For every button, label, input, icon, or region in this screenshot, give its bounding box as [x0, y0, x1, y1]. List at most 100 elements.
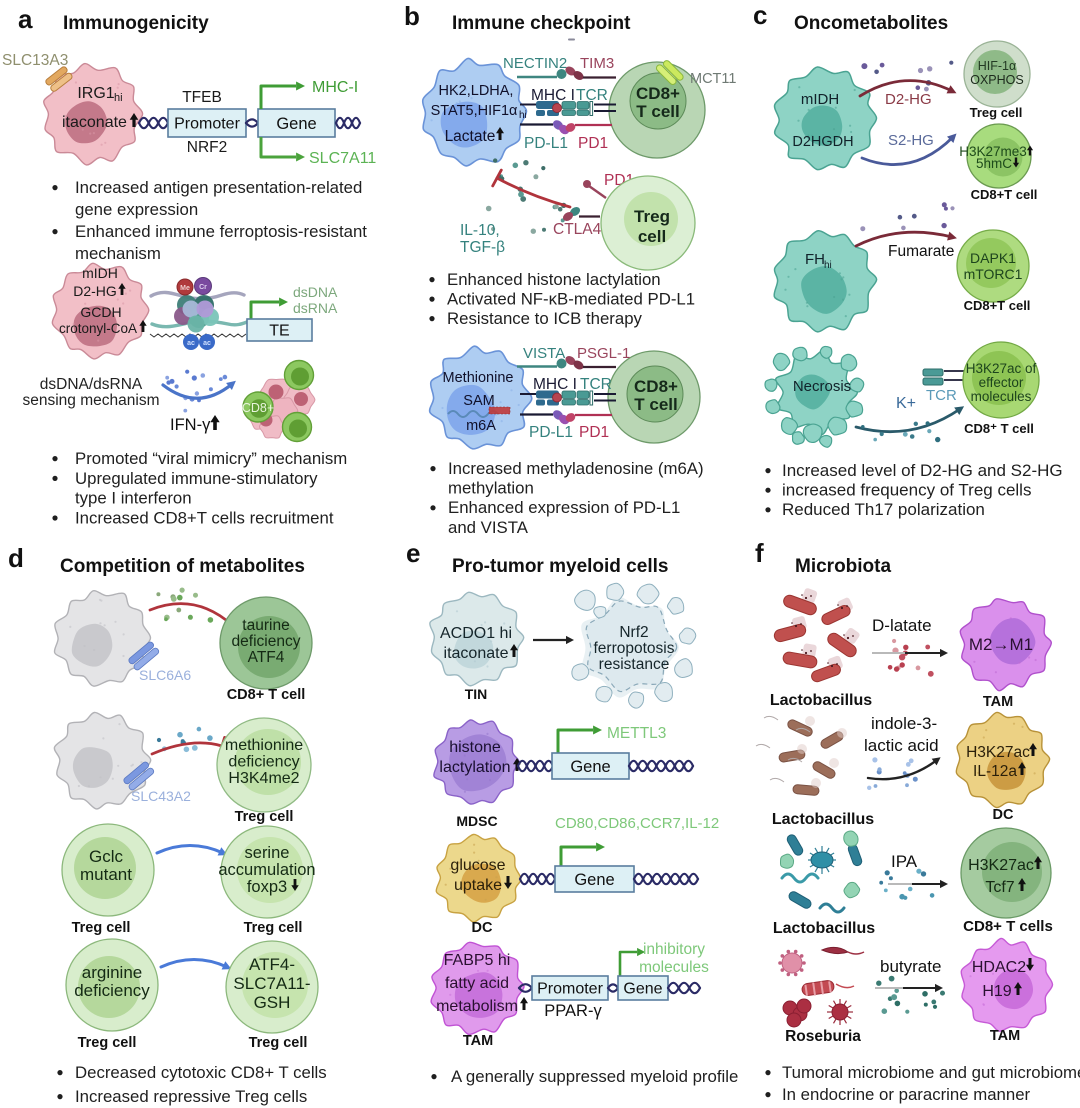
- svg-text:Enhanced histone lactylation: Enhanced histone lactylation: [447, 270, 661, 289]
- svg-text:deficiency: deficiency: [74, 981, 150, 1000]
- svg-text:H3K4me2: H3K4me2: [228, 770, 299, 787]
- svg-text:Cr: Cr: [199, 284, 207, 291]
- svg-text:Fumarate: Fumarate: [888, 243, 954, 260]
- svg-text:d: d: [8, 543, 24, 573]
- svg-text:METTL3: METTL3: [607, 725, 666, 742]
- svg-text:Promoted “viral mimicry” mecha: Promoted “viral mimicry” mechanism: [75, 449, 347, 468]
- svg-text:CD8+T cell: CD8+T cell: [964, 298, 1031, 313]
- svg-text:type I interferon: type I interferon: [75, 489, 192, 508]
- svg-text:MHC I: MHC I: [531, 87, 575, 104]
- svg-text:D2HGDH: D2HGDH: [792, 134, 853, 150]
- svg-text:H3K27ac: H3K27ac: [966, 744, 1030, 761]
- svg-text:Increased level of D2-HG and S: Increased level of D2-HG and S2-HG: [782, 461, 1063, 480]
- svg-text:methylation: methylation: [448, 479, 534, 498]
- svg-text:D2-HG: D2-HG: [73, 283, 117, 299]
- svg-text:IL-12a: IL-12a: [973, 763, 1017, 780]
- svg-text:ACDO1 hi: ACDO1 hi: [440, 625, 512, 642]
- svg-text:CD8+: CD8+: [636, 84, 680, 103]
- svg-text:IRG1: IRG1: [77, 85, 114, 102]
- svg-text:lactylation: lactylation: [439, 759, 510, 776]
- svg-text:Competition of metabolites: Competition of metabolites: [60, 556, 305, 577]
- svg-text:D-latate: D-latate: [872, 616, 932, 635]
- svg-text:PD1: PD1: [579, 424, 609, 441]
- svg-text:deficiency: deficiency: [228, 754, 299, 771]
- svg-text:Gene: Gene: [570, 758, 610, 776]
- svg-text:MHC-I: MHC-I: [312, 79, 358, 96]
- svg-text:Increased CD8+T cells recruitm: Increased CD8+T cells recruitment: [75, 508, 334, 527]
- svg-text:mIDH: mIDH: [82, 265, 118, 281]
- svg-text:H19: H19: [982, 983, 1011, 1000]
- svg-text:f: f: [755, 538, 764, 568]
- svg-text:H3K27ac: H3K27ac: [968, 857, 1034, 874]
- svg-text:K+: K+: [896, 395, 916, 412]
- svg-text:e: e: [406, 538, 420, 568]
- svg-text:ac: ac: [187, 340, 195, 347]
- svg-text:MCT11: MCT11: [690, 71, 736, 87]
- svg-text:Treg cell: Treg cell: [78, 1035, 137, 1051]
- svg-text:Decreased cytotoxic CD8+ T cel: Decreased cytotoxic CD8+ T cells: [75, 1063, 327, 1082]
- svg-text:MHC I: MHC I: [533, 376, 577, 393]
- svg-text:A generally suppressed myeloid: A generally suppressed myeloid profile: [451, 1067, 738, 1086]
- svg-text:Reduced Th17 polarization: Reduced Th17 polarization: [782, 500, 985, 519]
- svg-text:PD-L1: PD-L1: [529, 424, 573, 441]
- svg-text:Lactobacillus: Lactobacillus: [770, 692, 872, 709]
- svg-text:Gene: Gene: [623, 981, 662, 998]
- svg-text:fatty acid: fatty acid: [445, 975, 509, 992]
- svg-text:inhibitory: inhibitory: [643, 941, 705, 958]
- svg-text:Treg cell: Treg cell: [249, 1035, 308, 1051]
- svg-text:CD8+T cell: CD8+T cell: [971, 187, 1038, 202]
- svg-text:hi: hi: [519, 110, 527, 121]
- svg-text:T cell: T cell: [634, 395, 677, 414]
- svg-text:mIDH: mIDH: [801, 91, 839, 108]
- svg-text:Lactobacillus: Lactobacillus: [773, 920, 875, 937]
- svg-text:uptake: uptake: [454, 877, 502, 894]
- svg-text:c: c: [753, 0, 767, 30]
- svg-text:Treg cell: Treg cell: [970, 105, 1023, 120]
- svg-text:H3K27me3: H3K27me3: [959, 144, 1027, 159]
- svg-text:Gclc: Gclc: [89, 847, 124, 866]
- svg-text:increased frequency of Treg ce: increased frequency of Treg cells: [782, 481, 1031, 500]
- svg-text:Increased antigen presentation: Increased antigen presentation-related: [75, 178, 362, 197]
- svg-text:CD8+: CD8+: [634, 377, 678, 396]
- svg-text:mutant: mutant: [80, 865, 132, 884]
- svg-text:Tumoral microbiome and gut mic: Tumoral microbiome and gut microbiome: [782, 1063, 1080, 1082]
- svg-text:GCDH: GCDH: [80, 304, 121, 320]
- svg-text:Me: Me: [180, 285, 190, 292]
- svg-text:mTORC1: mTORC1: [964, 266, 1023, 282]
- svg-text:IL-10,: IL-10,: [460, 222, 500, 239]
- svg-text:FH: FH: [805, 251, 825, 268]
- svg-text:HK2,LDHA,: HK2,LDHA,: [439, 83, 514, 99]
- svg-text:SLC7A11-: SLC7A11-: [233, 974, 310, 993]
- svg-text:Upregulated immune-stimulatory: Upregulated immune-stimulatory: [75, 469, 318, 488]
- svg-text:T cell: T cell: [636, 102, 679, 121]
- svg-text:Activated NF-κB-mediated PD-L1: Activated NF-κB-mediated PD-L1: [447, 290, 695, 309]
- svg-text:GSH: GSH: [254, 993, 291, 1012]
- svg-text:In endocrine or paracrine mann: In endocrine or paracrine manner: [782, 1085, 1031, 1104]
- svg-text:resistance: resistance: [599, 656, 670, 673]
- svg-text:glucose: glucose: [450, 857, 505, 874]
- svg-text:TAM: TAM: [463, 1033, 493, 1049]
- svg-text:HIF-1α: HIF-1α: [978, 59, 1016, 73]
- svg-text:accumulation: accumulation: [218, 861, 315, 879]
- svg-text:SLC13A3: SLC13A3: [2, 52, 68, 69]
- svg-text:SLC43A2: SLC43A2: [131, 788, 191, 804]
- svg-text:deficiency: deficiency: [232, 633, 301, 650]
- svg-text:DAPK1: DAPK1: [970, 250, 1016, 266]
- svg-text:taurine: taurine: [242, 617, 289, 634]
- svg-text:sensing mechanism: sensing mechanism: [23, 392, 160, 409]
- svg-text:TAM: TAM: [983, 694, 1013, 710]
- svg-text:molecules: molecules: [971, 389, 1032, 404]
- svg-text:Immune checkpoint: Immune checkpoint: [452, 13, 631, 34]
- svg-text:OXPHOS: OXPHOS: [970, 73, 1024, 87]
- svg-text:NECTIN2: NECTIN2: [503, 55, 567, 72]
- svg-text:Gene: Gene: [276, 115, 316, 133]
- svg-text:Resistance to ICB therapy: Resistance to ICB therapy: [447, 309, 643, 328]
- svg-text:PSGL-1: PSGL-1: [577, 345, 630, 362]
- svg-text:M2→M1: M2→M1: [969, 635, 1033, 654]
- svg-text:CD8+: CD8+: [242, 401, 274, 415]
- svg-text:PPAR-γ: PPAR-γ: [544, 1002, 602, 1020]
- svg-text:TIN: TIN: [465, 686, 488, 702]
- svg-text:ATF4-: ATF4-: [249, 955, 295, 974]
- svg-text:crotonyl-CoA: crotonyl-CoA: [59, 321, 137, 336]
- svg-text:SAM: SAM: [463, 393, 494, 409]
